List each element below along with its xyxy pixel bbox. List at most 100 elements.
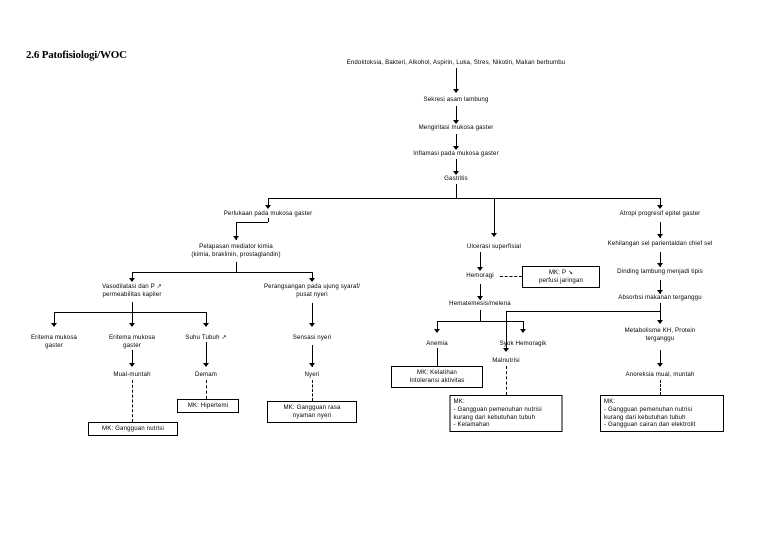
node-malnutrisi: Malnutrisi <box>492 357 520 364</box>
arrow-sekresi-iritasi <box>453 120 459 124</box>
node-atropi-progresif-epitel-gaster: Atropi progresif epitel gaster <box>619 210 701 217</box>
arrow-eritema2-mual <box>129 363 135 367</box>
connector-trigger-sekresi <box>456 68 457 92</box>
arrow-kehilangan-dinding <box>657 263 663 267</box>
arrow-dinding-absorbsi <box>657 290 663 294</box>
connector-bus-atropi <box>660 198 661 208</box>
connector-inflamasi-gastritis <box>456 159 457 174</box>
connector-pelapasan-down <box>236 262 237 272</box>
node-hematemesis-melena: Hematemesis/melena <box>449 300 511 307</box>
node-gastritis: Gastritis <box>444 175 468 182</box>
node-absorbsi-makanan-terganggu: Absorbsi makanan terganggu <box>618 294 702 301</box>
connector-bus-vasodilatasi <box>132 272 133 281</box>
connector-nyeri-mk-nyaman <box>312 380 313 401</box>
node-eritema-mukosa-gaster-2: Eritema mukosa gaster <box>108 334 156 349</box>
node-perangsangan-ujung-syaraf: Perangsangan pada ujung syaraf/ pusat ny… <box>263 283 361 298</box>
node-mk-kelatihan-intoleransi: MK: Kelatihan Intoleransi aktivitas <box>391 366 483 388</box>
arrow-trigger-sekresi <box>453 89 459 93</box>
node-sekresi-asam-lambung: Sekresi asam lambung <box>423 96 489 103</box>
connector-anemia-mk-kelatihan <box>437 348 438 366</box>
connector-mual-mk-nutrisi <box>132 380 133 422</box>
arrow-inflamasi-gastritis <box>453 171 459 175</box>
node-pelapasan-mediator-kimia: Pelapasan mediator kimia (kimia, braklin… <box>191 243 281 258</box>
connector-bus-malnutrisi <box>506 311 507 350</box>
arrow-bus-anemia <box>434 329 440 333</box>
connector-perangsangan-sensasi <box>312 303 313 325</box>
connector-bus-perangsangan <box>312 272 313 281</box>
connector-malnutrisi-mk-box <box>506 366 507 395</box>
node-inflamasi-mukosa-gaster: Inflamasi pada mukosa gaster <box>413 150 499 157</box>
connector-hematemesis-bus <box>437 321 523 322</box>
node-dinding-lambung-tipis: Dinding lambung menjadi tipis <box>617 268 703 275</box>
connector-iritasi-inflamasi <box>456 134 457 149</box>
connector-vasodilatasi-bus <box>54 312 206 313</box>
connector-suhu-demam <box>206 342 207 366</box>
node-ulcerasi-superfisial: Ulcerasi superfisial <box>466 243 522 250</box>
node-mk-gangguan-nutrisi: MK: Gangguan nutrisi <box>88 422 178 436</box>
node-sensasi-nyeri: Sensasi nyeri <box>292 334 332 341</box>
node-mk-perfusi-jaringan: MK: P ↘ perfusi jaringan <box>522 266 600 288</box>
connector-absorbsi-bus <box>506 311 660 312</box>
page-title: 2.6 Patofisiologi/WOC <box>26 49 127 61</box>
connector-vasodilatasi-down <box>132 302 133 312</box>
connector-bus-ulcerasi <box>494 198 495 236</box>
connector-bus-eritema2 <box>132 312 133 326</box>
arrow-atropi-kehilangan <box>657 234 663 238</box>
arrow-absorbsi-metabolisme <box>657 320 663 324</box>
connector-ulcerasi-hemoragi <box>480 252 481 270</box>
arrow-iritasi-inflamasi <box>453 146 459 150</box>
connector-bus-perlukaan <box>268 198 269 208</box>
arrow-perangsangan-sensasi <box>309 323 315 327</box>
arrow-ulcerasi-hemoragi <box>477 267 483 271</box>
connector-sekresi-iritasi <box>456 106 457 123</box>
node-suhu-tubuh: Suhu Tubuh ↗ <box>185 334 227 341</box>
connector-atropi-kehilangan <box>660 222 661 238</box>
node-eritema-mukosa-gaster-1: Eritema mukosa gaster <box>30 334 78 349</box>
connector-perlukaan-offset <box>236 222 268 223</box>
connector-metabolisme-anoreksia <box>660 350 661 366</box>
connector-eritema2-mual <box>132 350 133 366</box>
node-vasodilatasi-permeabilitas: Vasodilatasi dan P ↗ permeabilitas kapil… <box>102 283 162 298</box>
node-mk-gangguan-rasa-nyaman-nyeri: MK: Gangguan rasa nyaman nyeri <box>267 401 357 423</box>
connector-absorbsi-metabolisme <box>660 311 661 323</box>
connector-pelapasan-bus <box>132 272 312 273</box>
arrow-sensasi-nyeri <box>309 363 315 367</box>
node-metabolisme-terganggu: Metabolisme KH, Protein terganggu <box>624 327 696 342</box>
arrow-bus-vasodilatasi <box>129 278 135 282</box>
connector-hematemesis-down <box>480 310 481 321</box>
connector-hemoragi-hematemesis <box>480 284 481 300</box>
arrow-bus-eritema1 <box>51 323 57 327</box>
arrow-bus-malnutrisi <box>503 348 509 352</box>
arrow-bus-perangsangan <box>309 278 315 282</box>
connector-gastritis-bus <box>268 198 660 199</box>
connector-gastritis-down <box>456 184 457 198</box>
connector-anoreksia-mk-box <box>660 380 661 395</box>
arrow-bus-atropi <box>657 205 663 209</box>
arrow-bus-ulcerasi <box>491 233 497 237</box>
arrow-metabolisme-anoreksia <box>657 363 663 367</box>
node-mk-box-malnutrisi: MK: - Gangguan pemenuhan nutrisi kurang … <box>449 395 563 433</box>
arrow-hemoragi-hematemesis <box>477 296 483 300</box>
connector-kehilangan-dinding <box>660 252 661 267</box>
node-mual-muntah: Mual-muntah <box>113 371 151 378</box>
node-syok-hemoragik: Syok Hemoragik <box>499 340 547 347</box>
connector-absorbsi-down <box>660 303 661 311</box>
node-perlukaan-mukosa-gaster: Perlukaan pada mukosa gaster <box>223 210 313 217</box>
arrow-perlukaan-pelapasan <box>233 236 239 240</box>
node-nyeri: Nyeri <box>304 371 320 378</box>
arrow-bus-syok <box>520 329 526 333</box>
connector-bus-suhu <box>206 312 207 326</box>
node-mk-hipertemi: MK: Hipertemi <box>177 399 239 413</box>
node-anoreksia-mual-muntah: Anoreksia mual, muntah <box>625 371 695 378</box>
connector-perlukaan-pelapasan <box>236 222 237 240</box>
connector-hemoragi-mk-perfusi <box>500 276 522 277</box>
arrow-bus-suhu <box>203 323 209 327</box>
node-anemia: Anemia <box>426 340 448 347</box>
connector-perlukaan-drop <box>268 218 269 222</box>
arrow-bus-eritema2 <box>129 323 135 327</box>
connector-dinding-absorbsi <box>660 280 661 294</box>
connector-bus-eritema1 <box>54 312 55 326</box>
node-mk-box-anoreksia: MK: - Gangguan pemenuhan nutrisi kurang … <box>600 395 724 433</box>
node-mengiritasi-mukosa-gaster: Mengiritasi mukosa gaster <box>418 124 494 131</box>
